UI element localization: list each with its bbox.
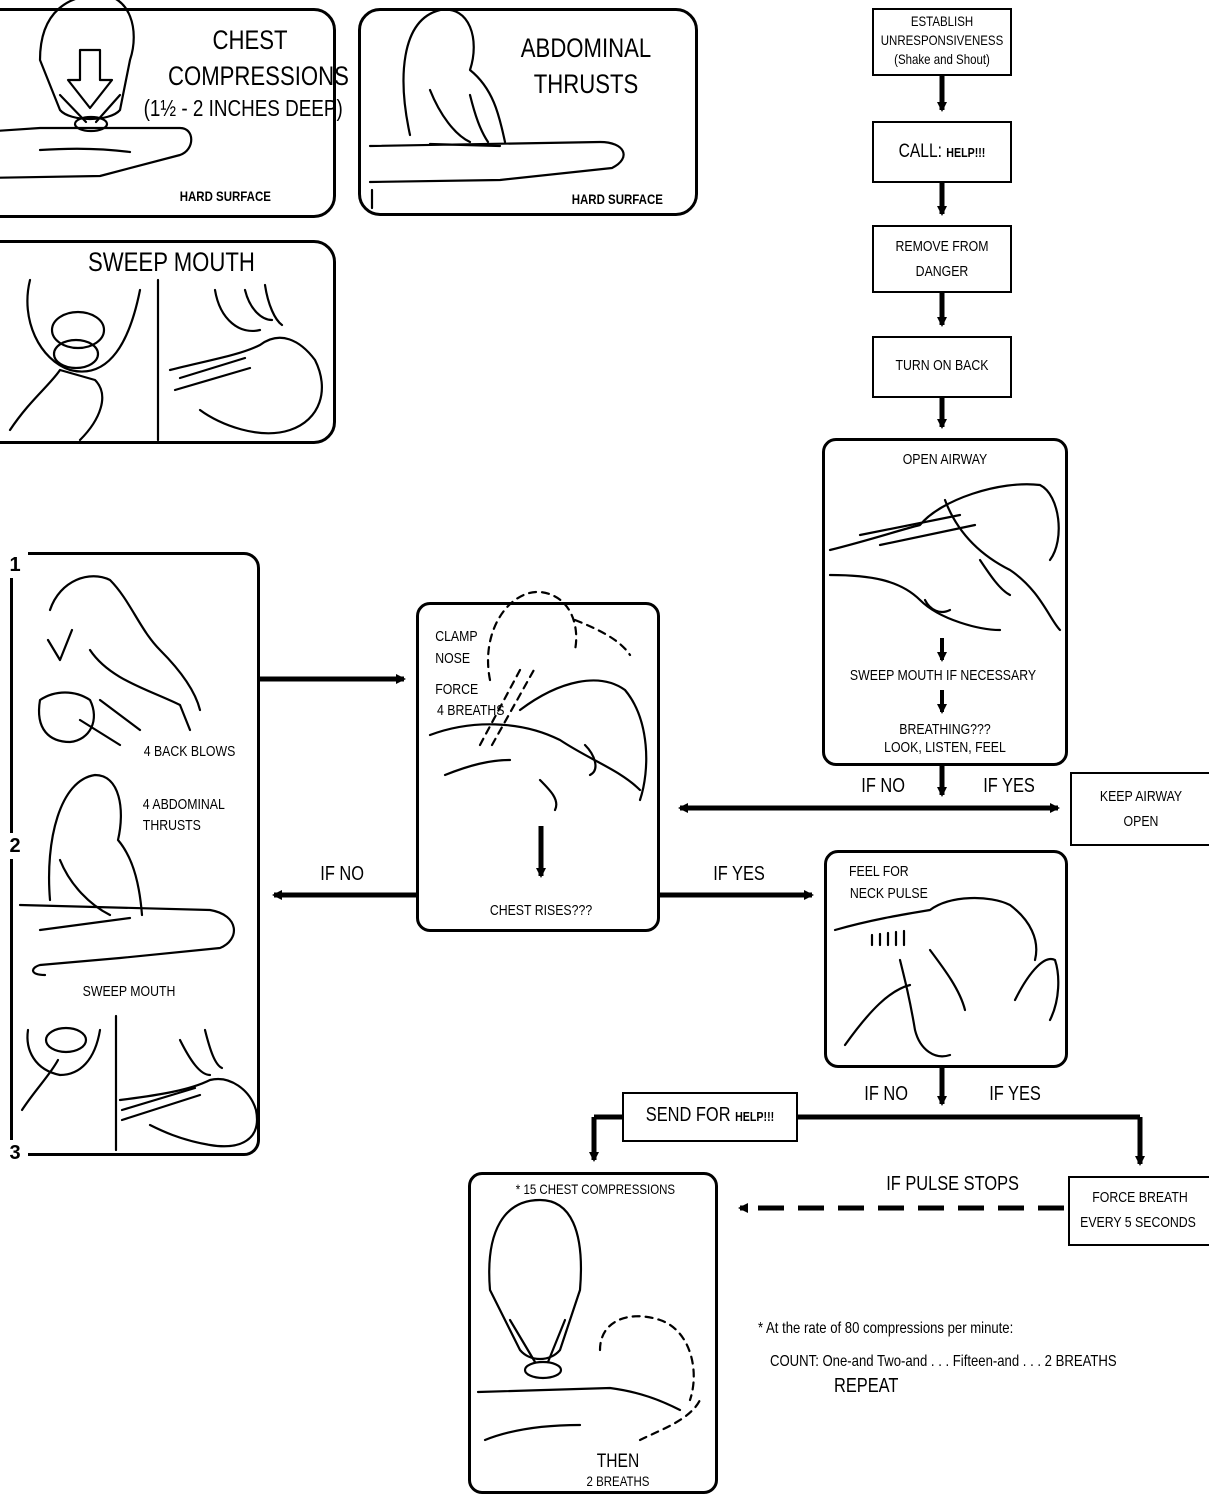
- branch2-if-yes: IF YES: [713, 863, 765, 885]
- chest-compressions-title-2: COMPRESSIONS: [168, 61, 349, 91]
- back-blows-illustration: [37, 575, 202, 747]
- remove-line-2: DANGER: [915, 263, 969, 280]
- compressions-title: * 15 CHEST COMPRESSIONS: [515, 1181, 676, 1197]
- sweep-mouth-illustration: [8, 278, 323, 442]
- sweep-mouth-title: SWEEP MOUTH: [88, 247, 255, 277]
- chest-compressions-title-1: CHEST: [212, 25, 288, 55]
- back-blows-label: 4 BACK BLOWS: [143, 743, 236, 760]
- force-breath-line-2: EVERY 5 SECONDS: [1080, 1214, 1196, 1231]
- send-help-text: SEND FOR HELP!!!: [630, 1105, 791, 1126]
- branch2-if-no: IF NO: [320, 863, 365, 885]
- clamp-line-1: CLAMP: [435, 628, 478, 645]
- step-number-2: 2: [2, 833, 28, 859]
- turn-box: [872, 336, 1012, 398]
- step-number-3: 3: [2, 1140, 28, 1166]
- call-text: CALL: HELP!!!: [876, 142, 1007, 162]
- establish-line-3: (Shake and Shout): [894, 51, 990, 67]
- compressions-illustration: [476, 1198, 702, 1442]
- abdominal-thrusts-label-2: THRUSTS: [142, 817, 201, 834]
- compressions-then: THEN: [596, 1451, 640, 1472]
- force-line-1: FORCE: [435, 681, 479, 698]
- branch3-if-no: IF NO: [864, 1083, 909, 1105]
- clamp-nose-illustration: [428, 590, 648, 812]
- branch1-if-no: IF NO: [861, 775, 906, 797]
- chest-compressions-depth: (1½ - 2 INCHES DEEP): [143, 95, 343, 121]
- compressions-breaths: 2 BREATHS: [586, 1473, 650, 1489]
- step-number-1: 1: [2, 552, 28, 578]
- force-breath-box: [1068, 1176, 1209, 1246]
- abdominal-thrusts-title-2: THRUSTS: [533, 69, 639, 99]
- if-pulse-stops: IF PULSE STOPS: [886, 1173, 1019, 1195]
- keep-airway-line-2: OPEN: [1123, 813, 1159, 830]
- look-listen-feel: LOOK, LISTEN, FEEL: [884, 739, 1006, 756]
- force-line-2: 4 BREATHS: [437, 702, 505, 719]
- abdominal-thrusts-surface: HARD SURFACE: [571, 191, 663, 207]
- footnote-repeat: REPEAT: [834, 1375, 899, 1397]
- send-label: SEND FOR: [645, 1104, 731, 1126]
- pulse-line-2: NECK PULSE: [849, 885, 928, 902]
- remove-box: [872, 225, 1012, 293]
- branch1-if-yes: IF YES: [983, 775, 1035, 797]
- breathing-question: BREATHING???: [899, 721, 991, 738]
- clamp-line-2: NOSE: [435, 650, 471, 667]
- abdominal-thrusts-title-1: ABDOMINAL: [520, 33, 652, 63]
- abdominal-thrusts-kneel-illustration: [18, 773, 236, 977]
- sweep-mouth-panel: [0, 240, 336, 444]
- footnote-count: COUNT: One-and Two-and . . . Fifteen-and…: [770, 1353, 1117, 1370]
- compressions-panel: [468, 1172, 718, 1494]
- sweep-if-necessary: SWEEP MOUTH IF NECESSARY: [849, 667, 1037, 684]
- chest-compressions-surface: HARD SURFACE: [179, 188, 271, 204]
- establish-line-1: ESTABLISH: [910, 13, 974, 29]
- keep-airway-line-1: KEEP AIRWAY: [1099, 788, 1183, 805]
- neck-pulse-panel: [824, 850, 1068, 1068]
- open-airway-title: OPEN AIRWAY: [902, 451, 988, 468]
- chest-compressions-illustration: [0, 0, 193, 179]
- force-breath-line-1: FORCE BREATH: [1092, 1189, 1188, 1206]
- abdominal-thrusts-illustration: [368, 8, 625, 210]
- establish-box: [872, 8, 1012, 76]
- obstruction-sweep-label: SWEEP MOUTH: [82, 983, 176, 1000]
- remove-line-1: REMOVE FROM: [895, 238, 989, 255]
- chest-rises-question: CHEST RISES???: [489, 902, 593, 919]
- send-help-box: [622, 1092, 798, 1142]
- footnote-rate: * At the rate of 80 compressions per min…: [758, 1320, 1014, 1337]
- chest-compressions-panel: [0, 8, 336, 218]
- call-box: [872, 121, 1012, 183]
- obstruction-panel: [10, 552, 260, 1156]
- call-help: HELP!!!: [946, 145, 986, 160]
- establish-line-2: UNRESPONSIVENESS: [880, 32, 1004, 48]
- neck-pulse-illustration: [833, 897, 1060, 1058]
- call-label: CALL:: [898, 141, 942, 162]
- pulse-line-1: FEEL FOR: [849, 863, 909, 880]
- abdominal-thrusts-label-1: 4 ABDOMINAL: [142, 796, 225, 813]
- turn-label: TURN ON BACK: [895, 357, 989, 374]
- obstruction-sweep-illustration: [20, 1014, 259, 1152]
- keep-airway-box: [1070, 772, 1209, 846]
- branch3-if-yes: IF YES: [989, 1083, 1041, 1105]
- open-airway-illustration: [828, 483, 1062, 632]
- send-help: HELP!!!: [735, 1109, 775, 1124]
